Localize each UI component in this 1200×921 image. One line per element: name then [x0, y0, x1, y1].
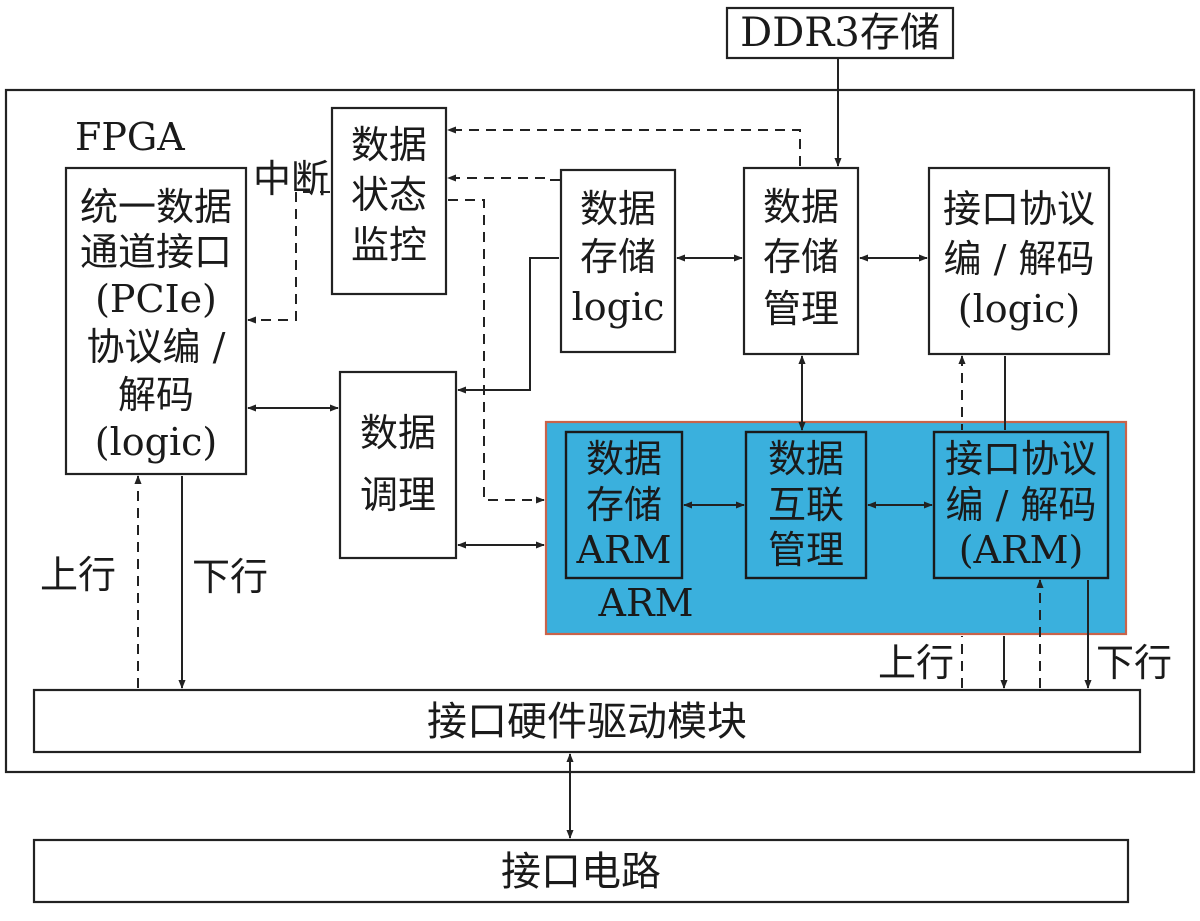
unified-line-4: 协议编 /: [87, 325, 226, 369]
protocol-logic-line-2: 编 / 解码: [944, 237, 1095, 281]
monitor-to-arm-dashed: [448, 199, 545, 504]
fpga-label: FPGA: [75, 115, 185, 159]
storage-arm-line-1: 数据: [586, 437, 662, 481]
interconnect-line-1: 数据: [768, 437, 844, 481]
status-monitor-line-2: 状态: [351, 173, 427, 217]
storage-logic-line-3: logic: [572, 285, 665, 329]
logic-to-monitor-dashed: [447, 174, 560, 182]
unified-line-1: 统一数据: [80, 185, 232, 229]
storage-mgmt-line-1: 数据: [763, 185, 839, 229]
unified-data-interface-box: [64, 166, 248, 476]
ddr3-storage-box: [725, 6, 955, 60]
storage-mgmt-box: [742, 166, 860, 356]
hw-driver-box: [32, 688, 1142, 754]
interrupt-dashed: [247, 191, 330, 324]
protocol-logic-line-1: 接口协议: [943, 187, 1095, 231]
connections: [134, 58, 1092, 839]
storage-arm-line-2: 存储: [586, 483, 662, 527]
interconnect-line-3: 管理: [768, 528, 844, 572]
unified-line-2: 通道接口: [80, 230, 232, 274]
protocol-arm-line-1: 接口协议: [945, 437, 1097, 481]
ddr3-storage-label: DDR3存储: [740, 10, 940, 56]
status-monitor-box: [330, 106, 448, 296]
fpga-frame: [4, 88, 1196, 774]
uplink-right-label: 上行: [878, 641, 954, 685]
interface-circuit-label: 接口电路: [501, 849, 661, 895]
storage-logic-line-1: 数据: [580, 187, 656, 231]
interrupt-label: 中断: [253, 157, 329, 201]
storage-arm-line-3: ARM: [576, 528, 672, 572]
storage-mgmt-line-3: 管理: [763, 287, 839, 331]
mgmt-to-monitor-dashed: [447, 126, 801, 166]
unified-line-3: (PCIe): [95, 277, 217, 321]
protocol-arm-line-3: (ARM): [959, 528, 1084, 572]
protocol-logic-box: [927, 166, 1111, 356]
scheduling-line-1: 数据: [360, 411, 436, 455]
protocol-arm-line-2: 编 / 解码: [946, 483, 1097, 527]
storage-arm-box: [564, 430, 684, 580]
protocol-logic-line-3: (logic): [958, 287, 1080, 331]
downlink-left-label: 下行: [192, 555, 268, 599]
storage-logic-line-2: 存储: [580, 235, 656, 279]
arm-region-label: ARM: [598, 581, 694, 625]
unified-line-6: (logic): [95, 420, 217, 464]
interconnect-line-2: 互联: [768, 483, 844, 527]
unified-line-5: 解码: [118, 373, 194, 417]
data-scheduling-box: [338, 370, 458, 560]
uplink-left-label: 上行: [40, 553, 116, 597]
interface-circuit-box: [32, 838, 1130, 904]
interconnect-mgmt-box: [744, 430, 868, 580]
scheduling-line-2: 调理: [360, 473, 436, 517]
hw-driver-label: 接口硬件驱动模块: [427, 699, 747, 745]
downlink-right-label: 下行: [1096, 641, 1172, 685]
storage-logic-box: [559, 168, 677, 354]
status-monitor-line-1: 数据: [351, 123, 427, 167]
protocol-arm-box: [932, 430, 1110, 580]
status-monitor-line-3: 监控: [351, 223, 427, 267]
storage-mgmt-line-2: 存储: [763, 235, 839, 279]
scheduling-to-logic-line: [457, 257, 559, 394]
